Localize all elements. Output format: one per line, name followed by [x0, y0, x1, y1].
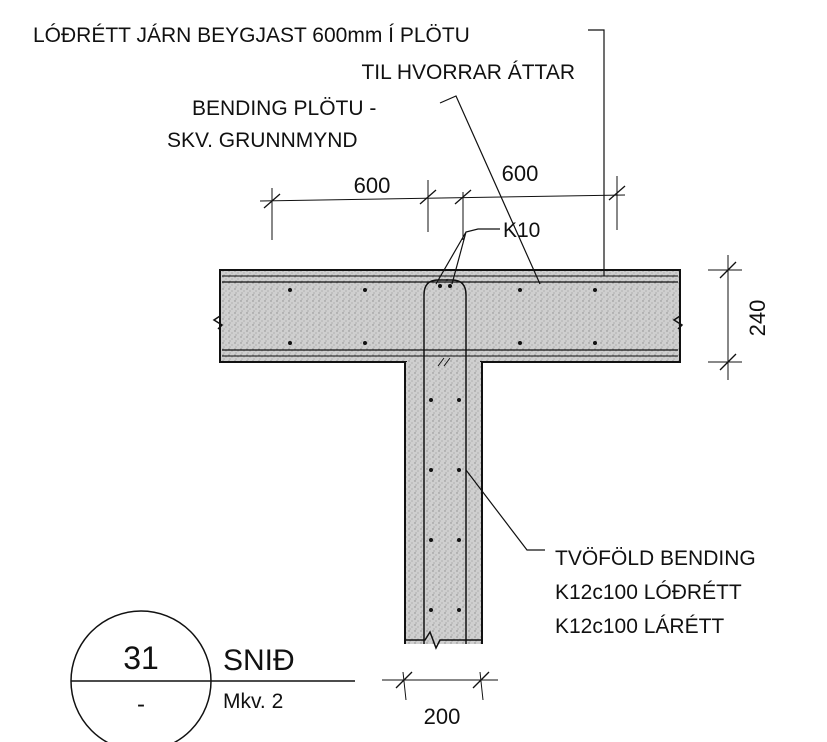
drawing-scale: Mkv. 2	[223, 690, 283, 713]
note-slab-rebar-1: BENDING PLÖTU -	[192, 97, 376, 120]
section-number: 31	[123, 640, 159, 676]
wall-concrete	[405, 362, 482, 644]
note-vertical-rebar-2: TIL HVORRAR ÁTTAR	[361, 61, 575, 84]
sheet-number: -	[137, 691, 145, 718]
note-stirrup: K10	[503, 219, 540, 242]
title-circle	[70, 610, 212, 742]
dim-slab-thickness: 240	[745, 300, 770, 337]
dim-left-span: 600	[354, 173, 391, 198]
title-block	[70, 610, 355, 742]
leader-wall-rebar	[465, 469, 545, 551]
bar-sections	[288, 284, 597, 612]
note-wall-rebar-2: K12c100 LÓÐRÉTT	[555, 581, 742, 604]
note-slab-rebar-2: SKV. GRUNNMYND	[167, 129, 358, 152]
slab-break-right	[672, 315, 684, 330]
wall-break	[405, 630, 482, 650]
note-wall-rebar-3: K12c100 LÁRÉTT	[555, 615, 724, 638]
wall-bar-right	[446, 279, 467, 644]
slab-break-left	[212, 315, 224, 330]
dimension-top	[259, 176, 626, 240]
note-vertical-rebar-1: LÓÐRÉTT JÁRN BEYGJAST 600mm Í PLÖTU	[33, 24, 470, 47]
dim-right-span: 600	[502, 161, 539, 186]
note-wall-rebar-1: TVÖFÖLD BENDING	[555, 547, 756, 570]
slab-concrete	[219, 269, 681, 363]
leader-stirrup	[435, 228, 500, 285]
leader-vertical-rebar	[588, 29, 605, 276]
dimension-slab	[708, 255, 742, 380]
dimension-wall	[382, 671, 498, 701]
leader-slab-rebar	[439, 95, 541, 285]
dim-wall-width: 200	[424, 704, 461, 729]
section-title: SNIÐ	[223, 644, 295, 677]
lap-mark	[437, 357, 451, 367]
